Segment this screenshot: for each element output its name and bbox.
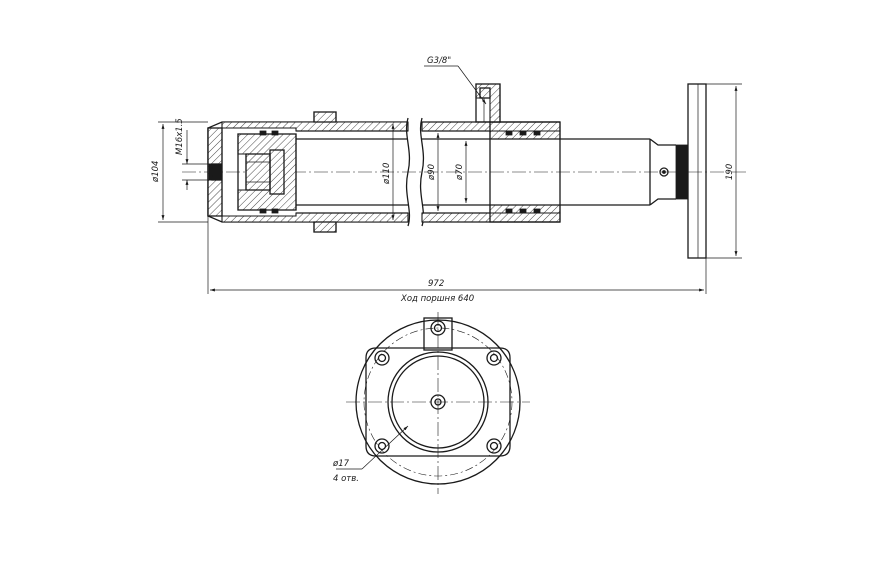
- bolt-hole: [374, 438, 390, 454]
- end-view-port-boss: [423, 317, 453, 351]
- dim-diameter-110: ø110: [382, 124, 395, 220]
- break-lines: [405, 117, 425, 227]
- trunnion-collar: [313, 111, 337, 233]
- dim-label-972: 972: [428, 279, 444, 289]
- dim-diameter-104: ø104: [151, 121, 208, 223]
- end-view: ø17 4 отв.: [332, 312, 530, 494]
- cylinder-tube-left: [207, 121, 409, 223]
- flange-plate: [365, 347, 511, 457]
- dim-label-stroke: Ход поршня 640: [400, 294, 474, 304]
- dim-diameter-70: ø70: [455, 141, 468, 203]
- flange-outer-circle: [355, 319, 521, 485]
- side-view: ø104 M16x1.5 ø110 ø90 ø70 G: [151, 56, 748, 304]
- bolt-hole: [486, 438, 502, 454]
- dim-hole-leader: ø17 4 отв.: [332, 425, 409, 484]
- dim-port-leader: G3/8": [424, 56, 487, 105]
- dim-label-thread: M16x1.5: [175, 118, 185, 155]
- piston-rod-outer: [560, 138, 689, 206]
- bolt-hole: [486, 350, 502, 366]
- dim-label-d90: ø90: [427, 164, 437, 181]
- oil-port-g38: [475, 83, 501, 123]
- rod-hub: [430, 394, 446, 410]
- bolt-holes: [374, 350, 502, 454]
- dim-label-d104: ø104: [151, 161, 161, 183]
- dim-label-d110: ø110: [382, 163, 392, 185]
- dim-flange-190: 190: [706, 83, 742, 259]
- dim-label-port: G3/8": [427, 56, 451, 66]
- dim-overall-972: 972 Ход поршня 640: [207, 216, 707, 304]
- piston-rod-inner: [296, 138, 408, 206]
- dim-diameter-90: ø90: [427, 133, 440, 211]
- rod-gland: [489, 121, 561, 223]
- bottom-cap: [207, 127, 223, 217]
- dim-label-hole-count: 4 отв.: [333, 474, 359, 484]
- dim-label-190: 190: [725, 164, 735, 180]
- dim-label-d70: ø70: [455, 164, 465, 181]
- bolt-hole: [374, 350, 390, 366]
- gland-circle: [387, 351, 489, 453]
- piston-assembly: [237, 130, 297, 214]
- dim-label-hole-d17: ø17: [332, 459, 350, 469]
- end-flange: [687, 83, 707, 259]
- dim-thread-m16: M16x1.5: [175, 118, 212, 190]
